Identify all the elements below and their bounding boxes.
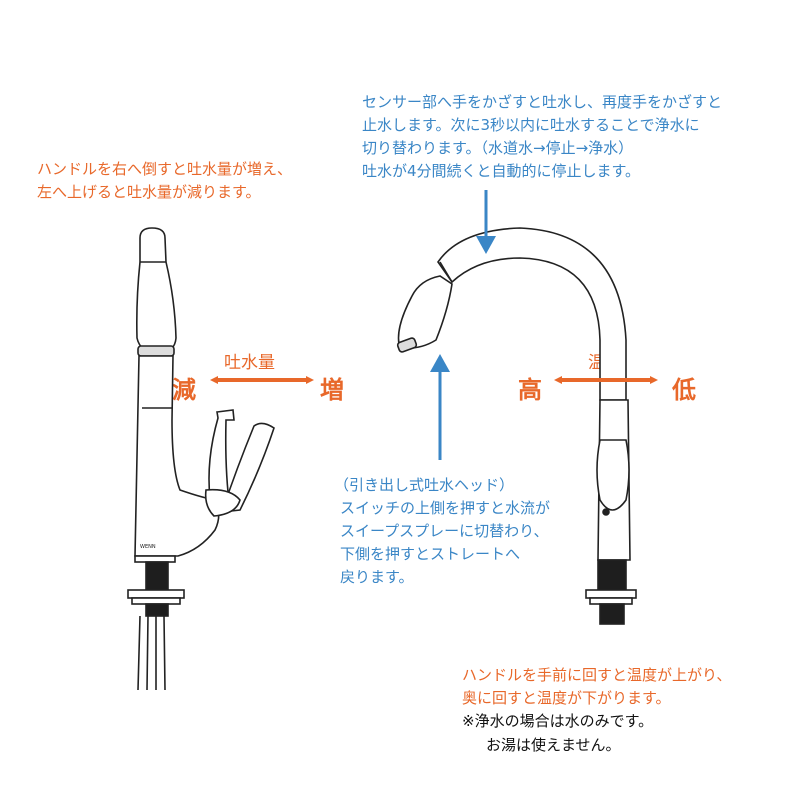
mounting-washer-right (585, 589, 637, 599)
spray-nozzle (137, 345, 175, 357)
base-ring (134, 555, 176, 563)
mounting-shank-right (597, 559, 627, 591)
handle-base (204, 488, 241, 517)
pullout-note-line5: 戻ります。 (340, 568, 414, 586)
temperature-note-line2: 奥に回すと温度が下がります。 (462, 689, 671, 707)
temperature-low-label: 低 (672, 376, 696, 404)
shank-lower-right (599, 603, 625, 625)
spray-face (396, 337, 418, 353)
supply-hoses (137, 615, 166, 691)
pullout-head (136, 227, 177, 357)
pullout-note-line4: 下側を押すとストレートへ (340, 545, 521, 563)
sensor-note-line3: 切り替わります。（水道水→停止→浄水） (362, 139, 634, 157)
pullout-callout-arrowhead (430, 354, 450, 372)
mounting-nut-right (589, 597, 633, 605)
flow-label: 吐水量 (224, 353, 275, 373)
pullout-note-line2: スイッチの上側を押すと水流が (340, 499, 551, 517)
handle-note-line1: ハンドルを右へ倒すと吐水量が増え、 (37, 160, 293, 178)
sensor-note-line2: 止水します。次に3秒以内に吐水することで浄水に (362, 116, 700, 134)
faucet-side-view: WENN (127, 227, 275, 691)
shank-lower (145, 603, 169, 617)
flow-decrease-label: 減 (172, 376, 196, 404)
pullout-note-line3: スイープスプレーに切替わり、 (340, 522, 549, 540)
sensor-band (439, 261, 453, 283)
mounting-shank (145, 561, 169, 591)
purified-note-line1: ※浄水の場合は水のみです。 (462, 712, 654, 730)
mounting-washer (127, 589, 185, 599)
handle-note-line2: 左へ上げると吐水量が減ります。 (37, 183, 261, 201)
handle-lever-left (208, 409, 235, 500)
svg-text:WENN: WENN (140, 544, 156, 550)
pullout-spray-head (397, 275, 453, 350)
purified-note-line2: お湯は使えません。 (486, 736, 621, 754)
mounting-nut (131, 597, 181, 605)
handle-lever-right (220, 422, 275, 513)
sensor-callout-arrowhead (476, 236, 496, 254)
handle-pivot (602, 508, 610, 516)
faucet-front-view (396, 227, 637, 625)
gooseneck-spout (437, 227, 627, 401)
temperature-handle (596, 439, 630, 511)
faucet-body (134, 355, 220, 557)
sensor-note-line1: センサー部へ手をかざすと吐水し、再度手をかざすと (362, 93, 723, 111)
temperature-note-line1: ハンドルを手前に回すと温度が上がり、 (462, 666, 732, 684)
flow-increase-label: 増 (320, 376, 344, 404)
sensor-note-line4: 吐水が4分間続くと自動的に停止します。 (362, 162, 641, 180)
temperature-high-label: 高 (518, 376, 542, 404)
pullout-note-line1: （引き出し式吐水ヘッド） (334, 476, 515, 494)
